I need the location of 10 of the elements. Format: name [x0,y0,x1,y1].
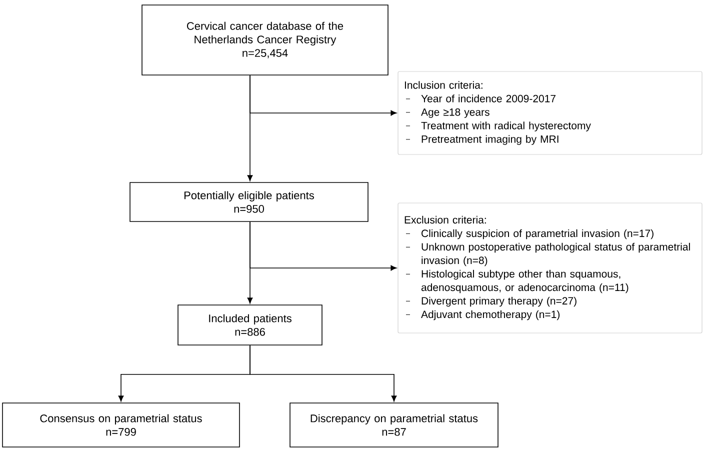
process-box: Potentially eligible patients n=950 [130,182,368,222]
criteria-box: Inclusion criteria: Year of incidence 2009-2017 Age ≥18 years Treatment with radical hysterectomy Pretreatment imaging by MRI [398,71,702,155]
process-box: Discrepancy on parametrial status n=87 [290,402,498,448]
process-box: Consensus on parametrial status n=799 [2,402,240,448]
arrow [250,222,397,271]
arrow [250,75,397,116]
criteria-box: Exclusion criteria: Clinically suspicion of parametrial invasion (n=17) Unknown postoperative pathological status of parametrial invasion (n=8) Histological subtype other than squamous, adenosquamous, or adenocarcinoma (n=11) Divergent primary therapy (n=27) Adjuvant chemotherapy (n=1) [398,202,702,334]
process-box: Included patients n=886 [178,304,322,346]
arrow [250,345,397,402]
process-box: Cervical cancer database of the Netherlands Cancer Registry n=25,454 [142,4,388,76]
